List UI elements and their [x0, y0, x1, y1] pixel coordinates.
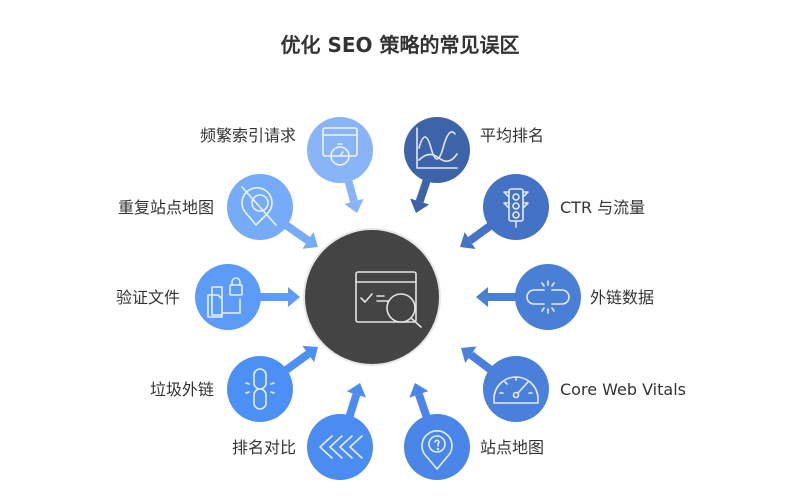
- node-label: 重复站点地图: [118, 198, 214, 217]
- node-label: CTR 与流量: [560, 198, 645, 217]
- node-label: 站点地图: [480, 438, 544, 457]
- node-4: [515, 264, 581, 330]
- broken-link-icon: [526, 280, 570, 314]
- node-circle: [195, 264, 261, 330]
- browser-stopwatch-icon: [322, 127, 358, 166]
- map-pin-question-icon: [421, 430, 453, 470]
- node-circle: [515, 264, 581, 330]
- node-circle: [404, 414, 470, 480]
- node-6: [404, 414, 470, 480]
- node-label: 平均排名: [480, 126, 544, 145]
- node-8: [227, 356, 293, 422]
- node-label: 验证文件: [116, 288, 180, 307]
- node-circle: [404, 117, 470, 183]
- node-2: [404, 117, 470, 183]
- location-off-icon: [241, 186, 277, 226]
- chevrons-left-icon: [319, 435, 363, 459]
- speedometer-icon: [493, 376, 539, 404]
- node-circle: [307, 117, 373, 183]
- line-chart-icon: [416, 127, 458, 169]
- node-circle: [483, 356, 549, 422]
- node-label: 垃圾外链: [150, 380, 214, 399]
- node-9: [195, 264, 261, 330]
- search-checklist-icon: [355, 271, 422, 328]
- center-circle: [303, 228, 441, 366]
- node-10: [227, 174, 293, 240]
- node-circle: [483, 174, 549, 240]
- node-label: Core Web Vitals: [560, 380, 686, 399]
- node-5: [483, 356, 549, 422]
- node-1: [307, 117, 373, 183]
- node-label: 外链数据: [590, 288, 654, 307]
- file-lock-icon: [207, 277, 243, 318]
- chain-link-icon: [245, 368, 275, 410]
- node-7: [307, 414, 373, 480]
- traffic-light-icon: [503, 188, 529, 228]
- node-label: 排名对比: [232, 438, 296, 457]
- node-label: 频繁索引请求: [200, 126, 296, 145]
- diagram-title: 优化 SEO 策略的常见误区: [281, 33, 520, 57]
- node-3: [483, 174, 549, 240]
- center-node: [303, 228, 441, 366]
